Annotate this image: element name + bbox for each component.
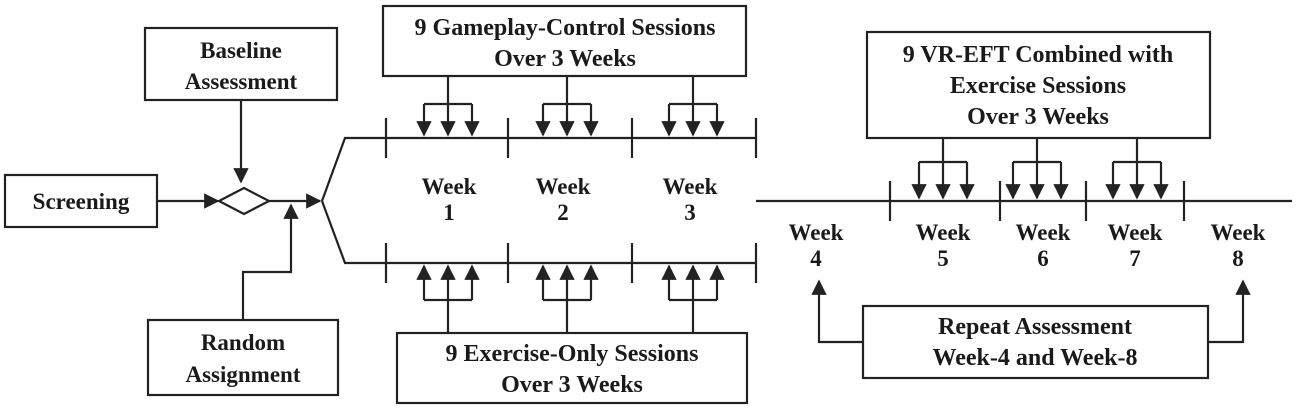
- week-6-number: 6: [1037, 246, 1049, 271]
- upper-arm-line: [320, 136, 755, 202]
- arm-week-ticks: [384, 118, 758, 283]
- screening-box: [3, 173, 159, 229]
- lower-arm-line: [320, 200, 755, 265]
- week-4-number: 4: [810, 246, 822, 271]
- repeat-to-week8-arrow: [1208, 279, 1251, 344]
- repeat-to-week4-arrow: [811, 279, 863, 344]
- random-label-line2: Assignment: [185, 362, 300, 387]
- merge-junction: [157, 100, 322, 320]
- week-7-label: Week: [1108, 220, 1163, 245]
- repeat-assessment-node: Repeat Assessment Week-4 and Week-8: [811, 279, 1251, 380]
- exercise-only-node: 9 Exercise-Only Sessions Over 3 Weeks: [395, 331, 749, 405]
- baseline-box: [143, 26, 339, 102]
- gameplay-box: [381, 4, 748, 78]
- baseline-node: Baseline Assessment: [143, 26, 339, 102]
- screening-node: Screening: [3, 173, 159, 229]
- week-5-label: Week: [916, 220, 971, 245]
- gameplay-node: 9 Gameplay-Control Sessions Over 3 Weeks: [381, 4, 748, 78]
- week-1-number: 1: [443, 200, 455, 225]
- vr-eft-label-line1: 9 VR-EFT Combined with: [903, 42, 1174, 68]
- week-8-label: Week: [1211, 220, 1266, 245]
- week-2-number: 2: [557, 200, 569, 225]
- random-arrow: [241, 203, 299, 320]
- decision-diamond: [216, 186, 272, 216]
- random-node: Random Assignment: [146, 318, 340, 397]
- vr-eft-label-line3: Over 3 Weeks: [967, 104, 1109, 130]
- week-6-label: Week: [1016, 220, 1071, 245]
- week-3-label: Week: [663, 174, 718, 199]
- baseline-label-line1: Baseline: [200, 38, 282, 63]
- screening-label: Screening: [33, 189, 130, 214]
- gameplay-label-line2: Over 3 Weeks: [494, 46, 636, 72]
- week-5-number: 5: [937, 246, 949, 271]
- baseline-label-line2: Assessment: [185, 69, 298, 94]
- repeat-assessment-box: [861, 304, 1210, 380]
- week-3-number: 3: [684, 200, 696, 225]
- week-7-number: 7: [1129, 246, 1141, 271]
- week-labels-timeline: Week 4 Week 5 Week 6 Week 7 Week 8: [789, 220, 1266, 271]
- repeat-assessment-line2: Week-4 and Week-8: [933, 345, 1138, 371]
- repeat-assessment-line1: Repeat Assessment: [938, 314, 1132, 340]
- vr-eft-label-line2: Exercise Sessions: [950, 73, 1126, 99]
- exercise-only-label-line1: 9 Exercise-Only Sessions: [446, 341, 699, 367]
- week-2-label: Week: [536, 174, 591, 199]
- exercise-only-label-line2: Over 3 Weeks: [501, 372, 643, 398]
- random-label-line1: Random: [201, 330, 285, 355]
- week-1-label: Week: [422, 174, 477, 199]
- week-4-label: Week: [789, 220, 844, 245]
- week-8-number: 8: [1232, 246, 1244, 271]
- main-timeline: [756, 181, 1292, 221]
- vr-eft-session-arrows: [911, 138, 1169, 200]
- vr-eft-node: 9 VR-EFT Combined with Exercise Sessions…: [865, 30, 1212, 140]
- exercise-only-session-arrows: [416, 264, 725, 333]
- gameplay-label-line1: 9 Gameplay-Control Sessions: [415, 15, 716, 41]
- arm-split: [320, 136, 755, 265]
- exercise-only-box: [395, 331, 749, 405]
- vr-eft-box: [865, 30, 1212, 140]
- week-labels-arms: Week 1 Week 2 Week 3: [422, 174, 718, 225]
- gameplay-session-arrows: [416, 76, 725, 137]
